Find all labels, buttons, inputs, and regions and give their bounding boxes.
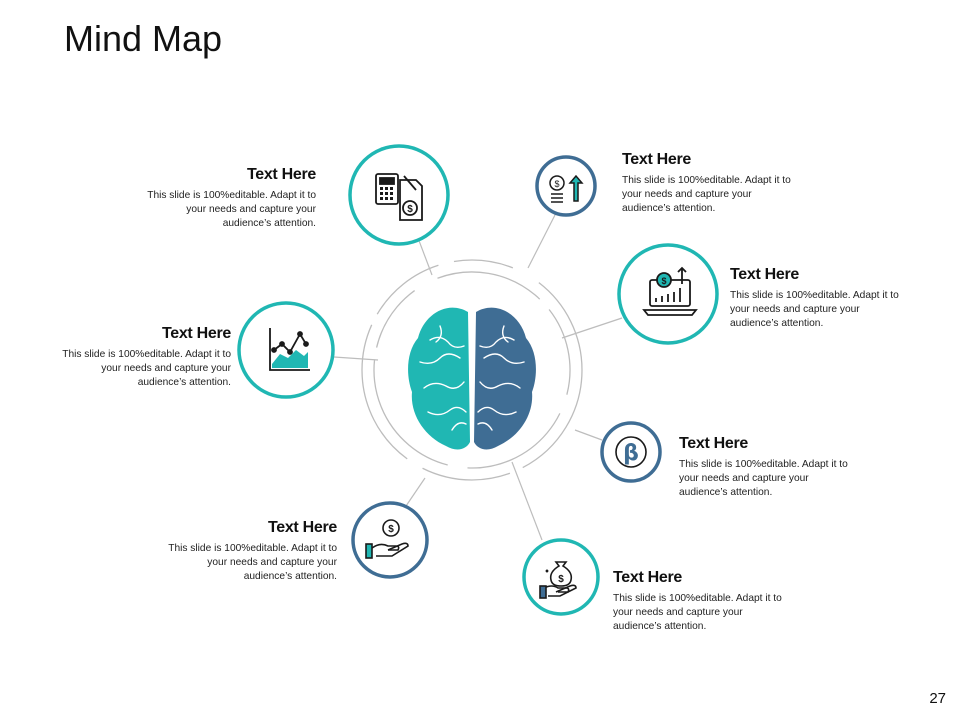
orbit-arcs	[361, 259, 583, 481]
node-circle-5: β	[600, 421, 662, 483]
node-heading-4: Text Here	[161, 325, 231, 342]
node-heading-2: Text Here	[622, 151, 692, 168]
brain-right-hemisphere	[474, 307, 536, 450]
node-circle-2: $	[535, 155, 597, 217]
node-circle-1: $	[348, 144, 450, 246]
hand-coin-icon: $	[365, 519, 409, 559]
svg-text:β: β	[623, 441, 639, 466]
connector-line	[333, 356, 379, 361]
connector-line	[511, 461, 543, 541]
node-circle-4	[237, 301, 335, 399]
orbit-arc-outer	[361, 259, 583, 481]
svg-text:$: $	[558, 574, 564, 585]
svg-text:$: $	[407, 204, 413, 215]
node-heading-3: Text Here	[730, 266, 800, 283]
node-text-1: Text Here This slide is 100%editable. Ad…	[136, 166, 316, 231]
node-text-7: Text Here This slide is 100%editable. Ad…	[613, 569, 793, 634]
node-text-6: Text Here This slide is 100%editable. Ad…	[157, 519, 337, 584]
connector-line	[574, 429, 603, 441]
brain-left-hemisphere	[408, 307, 470, 450]
connector-line	[561, 317, 623, 339]
node-heading-1: Text Here	[246, 166, 316, 183]
brain-illustration	[408, 307, 536, 450]
node-circle-6: $	[351, 501, 429, 579]
line-area-chart-icon	[269, 328, 310, 371]
svg-text:$: $	[388, 524, 394, 535]
node-text-4: Text Here This slide is 100%editable. Ad…	[51, 325, 231, 390]
svg-text:$: $	[661, 276, 666, 286]
svg-text:$: $	[554, 179, 559, 189]
connector-line	[417, 237, 433, 276]
node-heading-7: Text Here	[613, 569, 683, 586]
node-body-1: This slide is 100%editable. Adapt it to …	[147, 190, 316, 229]
node-text-3: Text Here This slide is 100%editable. Ad…	[730, 266, 910, 331]
node-text-5: Text Here This slide is 100%editable. Ad…	[679, 435, 859, 500]
node-text-2: Text Here This slide is 100%editable. Ad…	[622, 151, 802, 216]
connector-line	[405, 477, 426, 507]
node-body-5: This slide is 100%editable. Adapt it to …	[679, 459, 848, 498]
node-body-2: This slide is 100%editable. Adapt it to …	[622, 175, 791, 214]
slide-title: Mind Map	[64, 18, 223, 59]
orbit-arc-inner	[373, 271, 571, 469]
brain-folds	[419, 325, 525, 431]
node-body-3: This slide is 100%editable. Adapt it to …	[730, 290, 899, 329]
node-circle-3: $	[617, 243, 719, 345]
node-heading-5: Text Here	[679, 435, 749, 452]
calculator-invoice-icon: $	[375, 173, 423, 221]
beta-symbol-icon: β	[615, 436, 647, 468]
coins-growth-arrow-icon: $	[549, 174, 584, 203]
node-heading-6: Text Here	[267, 519, 337, 536]
node-body-6: This slide is 100%editable. Adapt it to …	[168, 543, 337, 582]
node-body-7: This slide is 100%editable. Adapt it to …	[613, 593, 782, 632]
page-number: 27	[929, 690, 946, 707]
node-body-4: This slide is 100%editable. Adapt it to …	[62, 349, 231, 388]
connector-line	[527, 212, 557, 269]
node-circle-7: $	[522, 538, 600, 616]
laptop-revenue-chart-icon: $	[642, 266, 698, 316]
hand-money-bag-icon: $	[539, 561, 577, 599]
